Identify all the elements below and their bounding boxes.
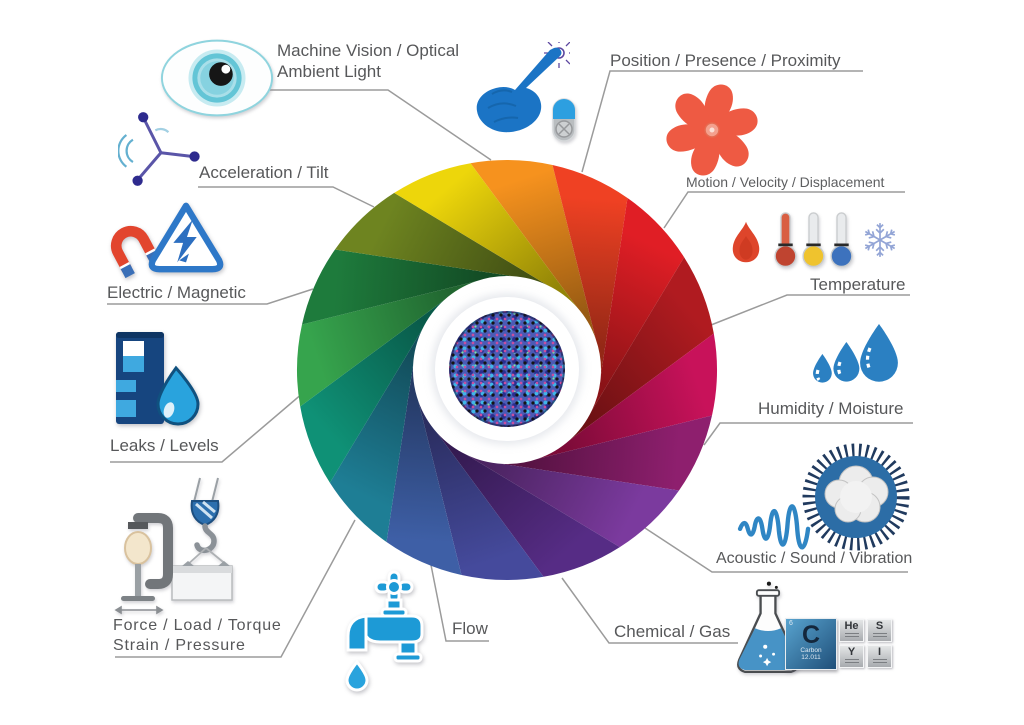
flame-icon <box>732 221 760 263</box>
element-tile-s: S <box>867 619 892 642</box>
element-mass: 12.011 <box>801 654 821 661</box>
connector-line <box>663 191 905 229</box>
connector-line <box>581 70 863 173</box>
wheel-blade <box>302 249 512 325</box>
wheel-blade <box>538 333 717 459</box>
element-tile-he: He <box>839 619 864 642</box>
eye-icon <box>160 39 274 117</box>
wheel-blade <box>470 160 596 339</box>
wheel-blade <box>569 257 714 440</box>
connector-line <box>703 422 913 446</box>
thermometer-warm-icon <box>802 212 825 268</box>
connector-line <box>115 519 356 658</box>
wheel-blade <box>591 198 685 411</box>
connector-line <box>198 186 375 208</box>
wheel-blade <box>300 300 445 483</box>
label-flow: Flow <box>452 619 488 638</box>
pointing-hand-icon <box>476 42 570 133</box>
snowflake-icon <box>862 222 898 258</box>
high-voltage-triangle-icon <box>148 202 224 273</box>
wheel-blade <box>437 432 620 577</box>
clamp-crane-icon <box>114 477 233 615</box>
connector-line <box>110 392 304 463</box>
clamp-icon <box>114 513 173 615</box>
wheel-blade <box>297 281 476 407</box>
label-acoustic: Acoustic / Sound / Vibration <box>716 550 913 567</box>
sensor-pill-icon <box>552 98 576 142</box>
fan-icon <box>662 84 762 176</box>
label-position: Position / Presence / Proximity <box>610 51 841 70</box>
wheel-blade <box>335 192 548 286</box>
sound-wave-icon <box>737 504 811 550</box>
wheel-blade <box>418 401 544 580</box>
connector-line <box>644 527 908 573</box>
atomic-number: 6 <box>789 620 793 627</box>
wheel-blade <box>552 165 628 375</box>
faucet-handle <box>374 570 414 604</box>
label-electric: Electric / Magnetic <box>107 283 246 302</box>
three-axis-icon <box>118 112 200 186</box>
label-acceleration: Acceleration / Tilt <box>199 163 329 182</box>
label-humidity: Humidity / Moisture <box>758 399 904 418</box>
label-force: Force / Load / Torque Strain / Pressure <box>113 617 282 654</box>
label-leaks: Leaks / Levels <box>110 436 219 455</box>
element-tile-y: Y <box>839 645 864 668</box>
connector-line <box>270 89 492 161</box>
connector-line <box>705 294 910 328</box>
element-symbol: C <box>801 621 821 649</box>
connector-line <box>561 577 738 644</box>
wheel-blade <box>466 454 679 548</box>
crane-hook-icon <box>171 477 233 601</box>
thermometer-cold-icon <box>830 212 853 268</box>
element-carbon-tile: 6 C Carbon 12.011 <box>785 618 837 670</box>
label-chemical: Chemical / Gas <box>614 622 731 641</box>
thermometer-hot-icon <box>774 212 797 268</box>
aperture-color-wheel <box>297 160 717 580</box>
barrel-drop-icon <box>116 332 200 426</box>
flask-icon <box>737 581 799 673</box>
connector-line <box>107 288 314 305</box>
label-machine-vision: Machine Vision / Optical Ambient Light <box>277 41 460 81</box>
element-tile-i: I <box>867 645 892 668</box>
label-motion: Motion / Velocity / Displacement <box>686 174 885 190</box>
element-name: Carbon <box>800 647 822 654</box>
label-temperature: Temperature <box>810 275 906 294</box>
burst-icon <box>802 443 910 551</box>
faucet-icon <box>345 570 424 692</box>
connector-line <box>430 564 489 642</box>
nano-mosaic-center <box>449 311 565 427</box>
wheel-blade <box>502 415 712 491</box>
water-drops-icon <box>813 324 898 383</box>
wheel-blade <box>394 163 577 308</box>
wheel-blade <box>386 365 462 575</box>
wheel-blade <box>329 329 423 542</box>
